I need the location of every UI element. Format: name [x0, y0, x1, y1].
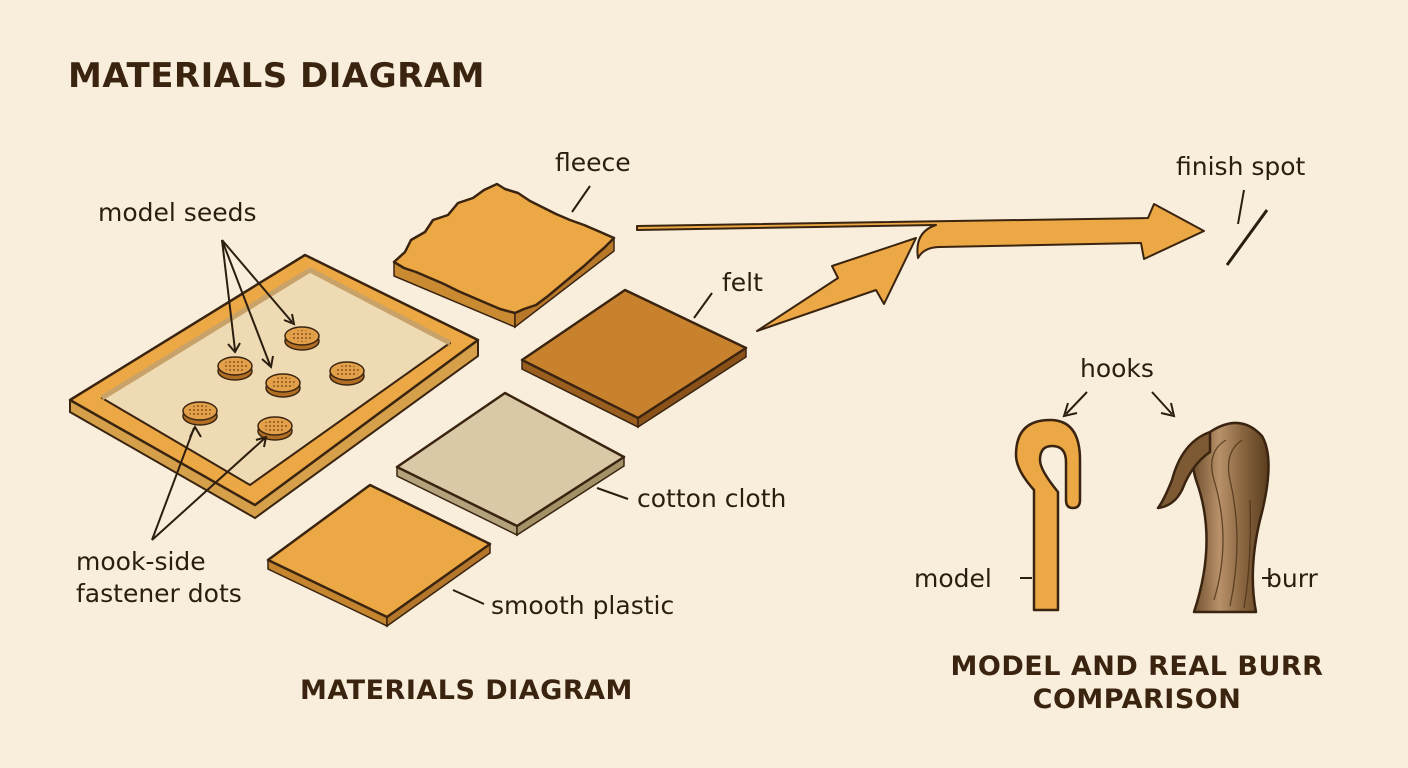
seed-dots [182, 326, 365, 441]
model-label: model [914, 564, 992, 593]
fleece-leader [571, 185, 591, 213]
smooth-plastic-swatch [266, 483, 492, 628]
finish-spot-leader [1237, 189, 1245, 225]
finish-spot-mark [1225, 209, 1269, 266]
finish-spot-label: finish spot [1176, 152, 1306, 181]
hooks-label: hooks [1080, 354, 1154, 383]
felt-leader [693, 292, 713, 319]
plastic-leader [452, 589, 485, 605]
seed-2 [217, 356, 253, 381]
seed-3 [329, 361, 365, 386]
seed-1 [284, 326, 320, 351]
seed-5 [182, 401, 218, 426]
comparison-caption: MODEL AND REAL BURR COMPARISON [950, 651, 1324, 715]
model-seeds-leaders [221, 239, 296, 369]
fastener-dots-label: mook-side fastener dots [76, 547, 242, 608]
materials-caption: MATERIALS DIAGRAM [300, 675, 633, 706]
fastener-dots-leaders [151, 424, 268, 541]
hooks-leaders [1062, 391, 1176, 418]
felt-arrow [756, 237, 917, 332]
fleece-arrow [636, 203, 1205, 260]
smooth-plastic-label: smooth plastic [491, 591, 675, 620]
burr-label: burr [1266, 564, 1318, 593]
felt-label: felt [722, 268, 763, 297]
model-seeds-label: model seeds [98, 198, 257, 227]
fleece-label: fleece [555, 148, 631, 177]
fleece-swatch [392, 182, 616, 329]
felt-swatch [520, 288, 748, 429]
burr-hook-tip [1156, 430, 1212, 510]
cotton-cloth-swatch [395, 391, 626, 537]
cotton-leader [596, 487, 629, 500]
burr-texture [1211, 439, 1252, 609]
model-hook [1014, 418, 1082, 612]
seed-6 [257, 416, 293, 441]
page-title: MATERIALS DIAGRAM [68, 56, 485, 96]
seed-4 [265, 373, 301, 398]
cotton-cloth-label: cotton cloth [637, 484, 787, 513]
